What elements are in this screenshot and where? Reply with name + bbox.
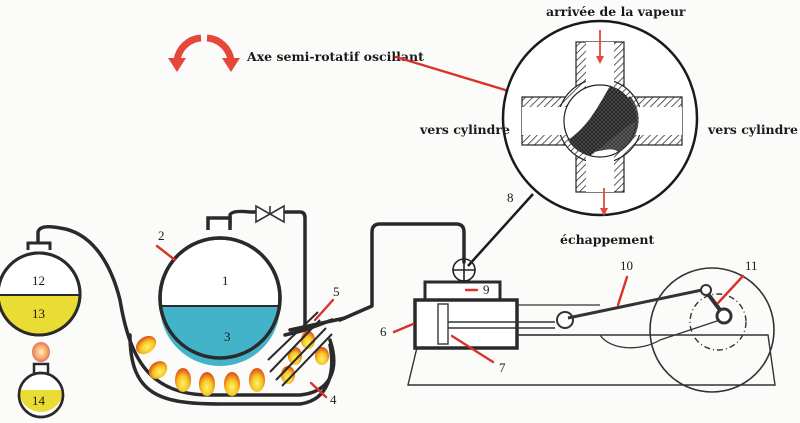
valve-icon bbox=[255, 204, 285, 224]
leader-11 bbox=[716, 274, 745, 305]
callout-10: 10 bbox=[620, 258, 633, 273]
flame-icon bbox=[32, 342, 50, 362]
leader-2 bbox=[155, 244, 177, 262]
callout-8: 8 bbox=[507, 190, 514, 205]
flame-icon bbox=[175, 368, 191, 392]
callout-9: 9 bbox=[483, 282, 490, 297]
exhaust-label: échappement bbox=[560, 232, 654, 247]
valve-detail bbox=[501, 19, 699, 217]
flame-icon bbox=[148, 361, 168, 379]
superheater-coil bbox=[267, 311, 333, 387]
flame-icon bbox=[224, 372, 240, 396]
flame-icon bbox=[135, 335, 157, 355]
callout-1: 1 bbox=[222, 273, 229, 288]
fuel-tank bbox=[0, 241, 82, 337]
steam-engine bbox=[407, 258, 776, 393]
callout-12: 12 bbox=[32, 273, 45, 288]
callout-6: 6 bbox=[380, 324, 387, 339]
to-cylinder-left-label: vers cylindre bbox=[419, 122, 510, 137]
callout-4: 4 bbox=[330, 392, 337, 407]
leader-4 bbox=[309, 381, 328, 399]
callout-13: 13 bbox=[32, 306, 45, 321]
oscillation-arrows-icon bbox=[168, 34, 240, 72]
burner-tray bbox=[128, 333, 334, 406]
fuel-bottle bbox=[17, 362, 65, 419]
flame-icon bbox=[199, 372, 215, 396]
detail-connector-line bbox=[467, 193, 534, 267]
callout-2: 2 bbox=[158, 228, 165, 243]
callout-14: 14 bbox=[32, 393, 46, 408]
boiler bbox=[158, 216, 282, 366]
leader-10 bbox=[616, 275, 629, 307]
steam-inlet-label: arrivée de la vapeur bbox=[546, 4, 686, 19]
callout-7: 7 bbox=[499, 360, 506, 375]
flame-icon bbox=[288, 347, 302, 365]
callout-5: 5 bbox=[333, 284, 340, 299]
flame-icon bbox=[249, 368, 265, 392]
callout-11: 11 bbox=[745, 258, 758, 273]
leader-6 bbox=[392, 322, 415, 334]
steam-pipe-boiler bbox=[228, 209, 307, 337]
leader-5 bbox=[313, 298, 335, 322]
to-cylinder-right-label: vers cylindre bbox=[707, 122, 798, 137]
burner-flames bbox=[135, 331, 329, 396]
steam-pipe-engine bbox=[338, 222, 466, 322]
axis-annotation-label: Axe semi-rotatif oscillant bbox=[246, 49, 424, 64]
leader-7 bbox=[450, 334, 495, 364]
flame-icon bbox=[315, 347, 329, 365]
callout-3: 3 bbox=[224, 329, 231, 344]
